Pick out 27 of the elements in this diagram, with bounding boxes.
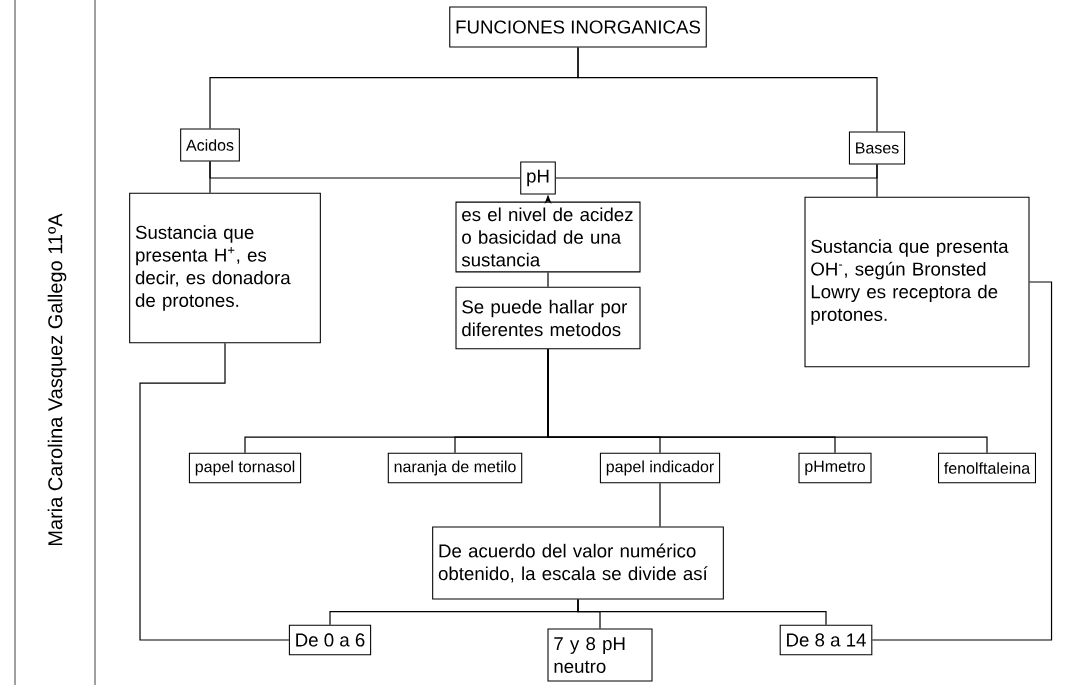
connector-line [659,482,661,528]
concept-box: De acuerdo del valor numérico obtenido, la escala se divide así [432,526,724,600]
concept-box: Se puede hallar por diferentes metodos [455,286,641,350]
title-box: FUNCIONES INORGANICAS [449,6,707,48]
concept-box: De 8 a 14 [779,624,873,656]
connector-line [547,348,988,454]
connector-line [547,271,549,288]
connector-line [876,163,878,198]
concept-box: papel tornasol [188,452,302,484]
concept-box: fenolftaleina [938,452,1036,484]
concept-box: Sustancia que presenta H$^{+}$, es decir, es donadora de protones. [129,192,321,344]
concept-box: papel indicador [599,452,721,484]
concept-box: De 0 a 6 [288,624,372,656]
concept-box: es el nivel de acidez o basicidad de una sustancia [455,201,641,273]
concept-box: pHmetro [798,452,872,484]
concept-box: naranja de metilo [387,452,523,484]
concept-box: Bases [848,131,906,165]
author-name: Maria Carolina Vasquez Gallego 11ºA [45,210,69,550]
connector-line [577,46,878,133]
connector-line [139,342,290,641]
concept-box: pH [520,161,556,195]
concept-box: 7 y 8 pH neutro [547,628,653,682]
concept-box: Sustancia que presenta OH$^{-}$, según Bronsted Lowry es receptora de protones. [804,196,1030,368]
connector-line [209,160,211,194]
concept-box: Acidos [180,128,240,162]
connector-line [577,598,827,626]
connector-line [871,281,1053,641]
